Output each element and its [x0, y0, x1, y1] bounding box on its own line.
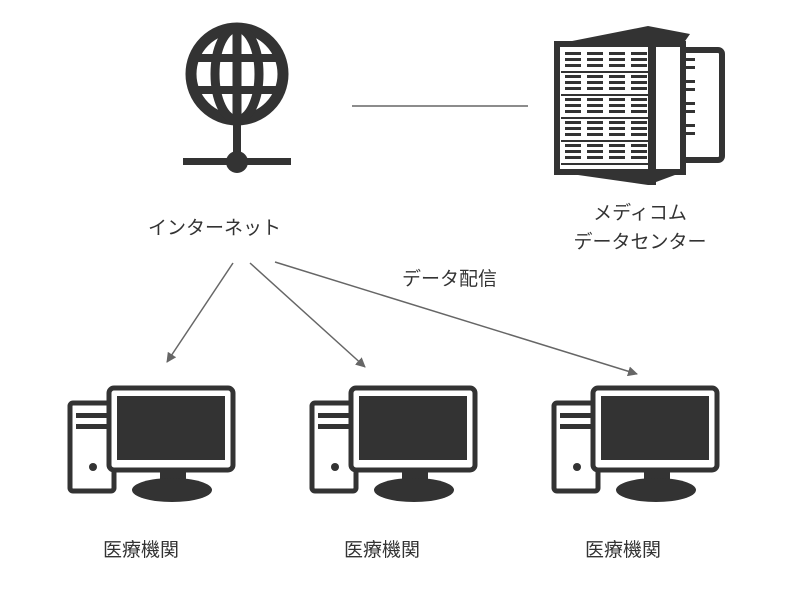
client-label-2: 医療機関	[344, 539, 421, 561]
desktop-computer-icon	[309, 385, 478, 502]
datacenter-label-line-2: データセンター	[573, 231, 707, 253]
client-label-3: 医療機関	[585, 539, 662, 561]
desktop-computer-icon	[551, 385, 720, 502]
distribution-label: データ配信	[402, 268, 498, 290]
server-rack-icon	[554, 26, 725, 185]
datacenter-label: メディコム データセンター	[540, 199, 740, 257]
arrow-to-client-3	[274, 261, 638, 377]
arrow-to-client-2	[249, 262, 366, 368]
client-label-1: 医療機関	[103, 539, 180, 561]
globe-network-icon	[183, 22, 291, 173]
desktop-computer-icon	[67, 385, 236, 502]
datacenter-label-line-1: メディコム	[593, 202, 687, 224]
internet-label: インターネット	[148, 217, 282, 239]
arrow-to-client-1	[166, 262, 234, 363]
